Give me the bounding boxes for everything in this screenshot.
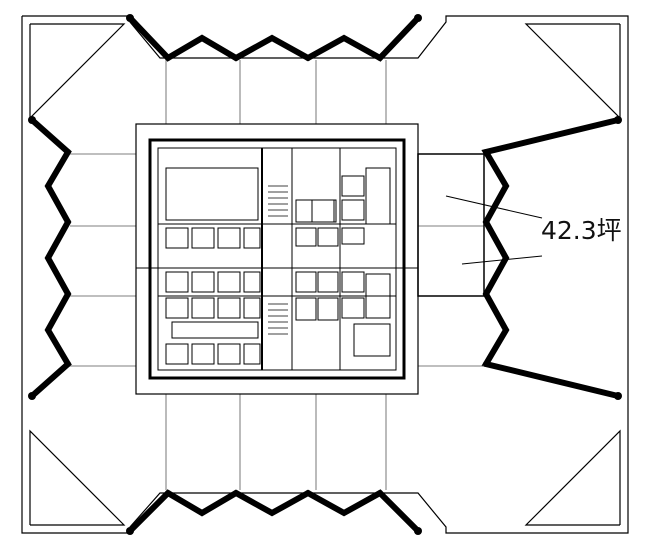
building-core bbox=[135, 123, 419, 395]
outer-walls bbox=[21, 15, 629, 534]
leader-lines bbox=[445, 195, 543, 265]
column-dots bbox=[28, 14, 622, 535]
leased-area bbox=[417, 153, 485, 297]
perimeter-zigzag-walls bbox=[30, 15, 619, 534]
core-rooms bbox=[165, 167, 391, 365]
stairs bbox=[268, 185, 288, 335]
area-label: 42.3坪 bbox=[541, 216, 622, 245]
